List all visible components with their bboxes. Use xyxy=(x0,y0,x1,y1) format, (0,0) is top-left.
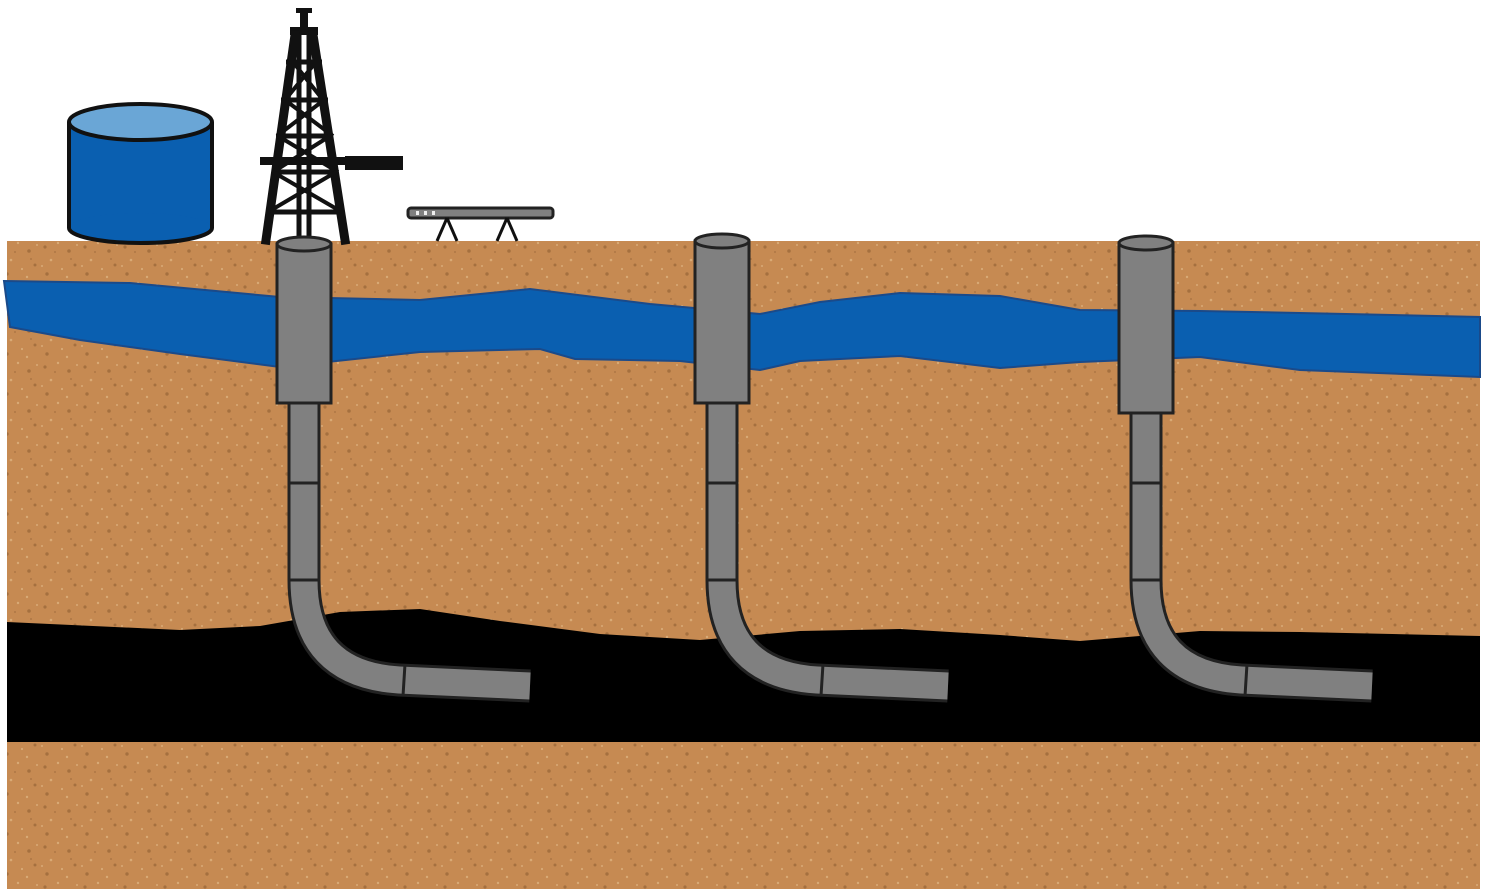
water-tank xyxy=(67,102,214,245)
casing-top xyxy=(693,232,751,250)
well-1 xyxy=(275,235,531,703)
tank-top xyxy=(67,102,214,142)
pipe-rack xyxy=(406,206,555,242)
wellbore-fill xyxy=(708,403,949,700)
surface-casing xyxy=(275,242,333,405)
pipe-joint xyxy=(819,663,825,697)
pipe-joint xyxy=(1243,663,1249,697)
shale-formation xyxy=(7,609,1480,742)
wellbore-fill xyxy=(1132,413,1373,700)
well-2 xyxy=(693,232,949,703)
casing-top xyxy=(275,235,333,253)
tank-bottom xyxy=(69,213,212,243)
surface-casing xyxy=(1117,241,1175,415)
casing-top xyxy=(1117,234,1175,252)
surface-casing xyxy=(693,239,751,405)
drilling-rig xyxy=(260,8,403,246)
wells xyxy=(275,232,1373,703)
pipe-joint xyxy=(401,663,407,697)
well-3 xyxy=(1117,234,1373,703)
wellbore-fill xyxy=(290,403,531,700)
